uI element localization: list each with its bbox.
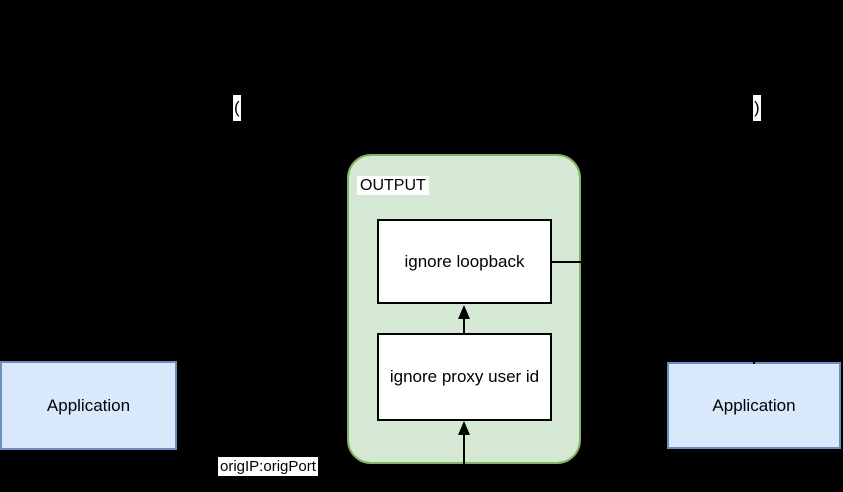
output-chain-title: OUTPUT (357, 176, 429, 195)
arrow-proxy-to-loopback-shaft (463, 317, 465, 333)
application-node-left: Application (0, 361, 177, 450)
arrow-tip-into-right-application (753, 356, 755, 364)
arrow-proxy-to-loopback-head (458, 305, 470, 319)
edge-label-close-paren: ) (753, 95, 761, 121)
rule-ignore-loopback: ignore loopback (377, 219, 552, 304)
arrow-into-proxy-shaft (463, 433, 465, 464)
application-node-right: Application (667, 362, 841, 449)
arrow-into-proxy-head (458, 421, 470, 435)
rule-ignore-proxy-user-id: ignore proxy user id (377, 333, 552, 421)
edge-label-open-paren: ( (233, 95, 241, 121)
edge-label-origip-origport: origIP:origPort (218, 457, 318, 476)
connector-loopback-right (552, 261, 582, 263)
